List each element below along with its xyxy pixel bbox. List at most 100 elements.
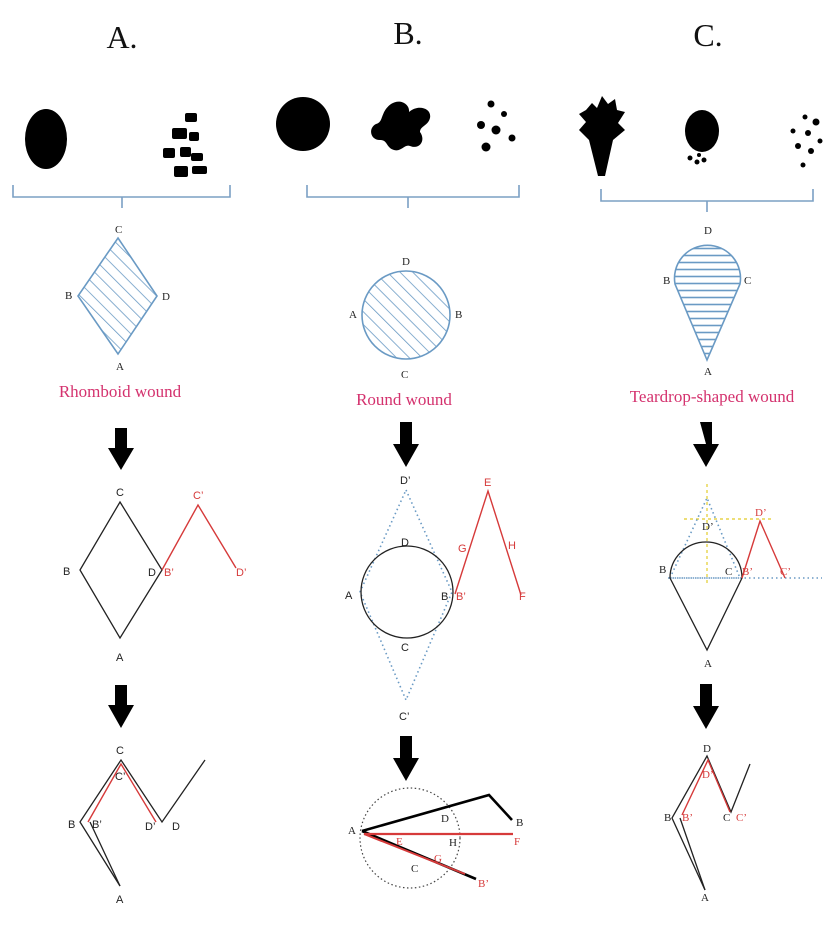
round-blot-icon: [276, 97, 330, 151]
label-a2-d: D: [148, 567, 156, 579]
bracket-c: [600, 189, 814, 212]
label-b3-bp: B’: [478, 878, 489, 890]
label-b1-b: B: [455, 309, 462, 321]
dotted-rhombus: [359, 488, 453, 703]
label-a2-bp: B’: [164, 567, 174, 579]
hatched-teardrop: [673, 244, 742, 363]
down-arrow-icon: [693, 422, 719, 467]
label-a2-c: C: [116, 487, 124, 499]
panel-b: B. D A B C Round wound D’ D A B B’ C C’: [276, 15, 526, 890]
label-c3-bp: B’: [682, 812, 693, 824]
label-b3-e: E: [396, 836, 403, 848]
label-b1-d: D: [402, 256, 410, 268]
black-line-upper: [361, 793, 513, 833]
label-b2-e: E: [484, 477, 491, 489]
caption-round: Round wound: [356, 390, 452, 409]
label-c2-b: B: [659, 564, 666, 576]
label-a3-dp: D’: [145, 821, 155, 833]
folded-outline-c: [671, 754, 751, 891]
label-b3-h: H: [449, 837, 457, 849]
label-c3-a: A: [701, 892, 709, 904]
caption-rhomboid: Rhomboid wound: [59, 382, 182, 401]
label-a3-a: A: [116, 894, 124, 906]
label-b3-d: D: [441, 813, 449, 825]
down-arrow-icon: [693, 684, 719, 729]
caption-teardrop: Teardrop-shaped wound: [630, 387, 795, 406]
label-a3-b: B: [68, 819, 75, 831]
label-c1-c: C: [744, 275, 751, 287]
label-c3-cp: C’: [736, 812, 747, 824]
label-b1-a: A: [349, 309, 357, 321]
label-a2-cp: C’: [193, 490, 203, 502]
red-unfolded-line-a: [161, 503, 237, 571]
folded-inner-line-c: [679, 817, 706, 891]
label-a1-a: A: [116, 361, 124, 373]
label-c2-bp: B’: [742, 566, 753, 578]
label-b3-a: A: [348, 825, 356, 837]
label-c2-c: C: [725, 566, 732, 578]
bracket-b: [306, 185, 520, 208]
red-folded-line-a: [87, 762, 157, 823]
dotted-triangle: [668, 496, 742, 579]
down-arrow-icon: [108, 685, 134, 728]
label-c3-b: B: [664, 812, 671, 824]
down-arrow-icon: [393, 422, 419, 467]
panel-c-header: C.: [693, 17, 722, 53]
scattered-dots-icon: [477, 100, 516, 152]
down-arrow-icon: [108, 428, 134, 470]
label-a3-c: C: [116, 745, 124, 757]
label-b2-c: C: [401, 642, 409, 654]
hatched-rhombus: [77, 236, 158, 356]
label-a2-dp: D’: [236, 567, 246, 579]
fine-dots-icon: [790, 114, 823, 168]
label-c3-c: C: [723, 812, 730, 824]
splatter-blot-icon: [371, 101, 431, 151]
label-b2-g: G: [458, 543, 467, 555]
label-c3-dp: D’: [702, 769, 714, 781]
folded-outline-a: [79, 758, 206, 887]
red-unfolded-line-b: [454, 488, 522, 596]
label-c2-a: A: [704, 658, 712, 670]
label-b2-dp: D’: [400, 475, 410, 487]
folded-inner-line-a: [89, 821, 121, 887]
scattered-squares-icon: [163, 113, 207, 177]
teardrop-blot-icon: [579, 96, 625, 176]
bracket-a: [12, 185, 231, 208]
label-b2-d: D: [401, 537, 409, 549]
label-a2-a: A: [116, 652, 124, 664]
label-b3-c: C: [411, 863, 418, 875]
label-a2-b: B: [63, 566, 70, 578]
label-b3-f: F: [514, 836, 520, 848]
red-unfolded-line-c: [741, 519, 786, 579]
down-arrow-icon: [393, 736, 419, 781]
label-b3-b: B: [516, 817, 523, 829]
panel-a-header: A.: [106, 19, 137, 55]
panel-b-header: B.: [393, 15, 422, 51]
label-a1-b: B: [65, 290, 72, 302]
dotted-circle: [359, 787, 461, 889]
teardrop-outline: [669, 541, 743, 652]
label-a3-cp: C’: [115, 771, 125, 783]
red-folded-line-c: [681, 758, 731, 816]
panel-c: C. D B C A Teardrop-shaped wound: [579, 17, 823, 904]
label-a3-d: D: [172, 821, 180, 833]
label-b2-a: A: [345, 590, 353, 602]
label-c1-b: B: [663, 275, 670, 287]
label-b2-cp: C’: [399, 711, 409, 723]
label-a1-d: D: [162, 291, 170, 303]
label-c1-d: D: [704, 225, 712, 237]
label-b2-bp: B’: [456, 591, 466, 603]
label-c2-cp: C’: [780, 566, 791, 578]
label-b2-b: B: [441, 591, 448, 603]
label-c2-dp-red: D’: [755, 507, 767, 519]
label-c2-dp: D’: [702, 521, 714, 533]
rhombus-outline: [79, 500, 163, 640]
circle-outline: [360, 545, 454, 639]
label-b2-h: H: [508, 540, 516, 552]
oval-blot-icon: [25, 109, 67, 169]
panel-a: A. C B D A Rhomboid wound C B D A: [12, 19, 246, 906]
label-a1-c: C: [115, 224, 122, 236]
hatched-circle: [361, 270, 451, 360]
red-line-diagonal: [363, 833, 466, 875]
